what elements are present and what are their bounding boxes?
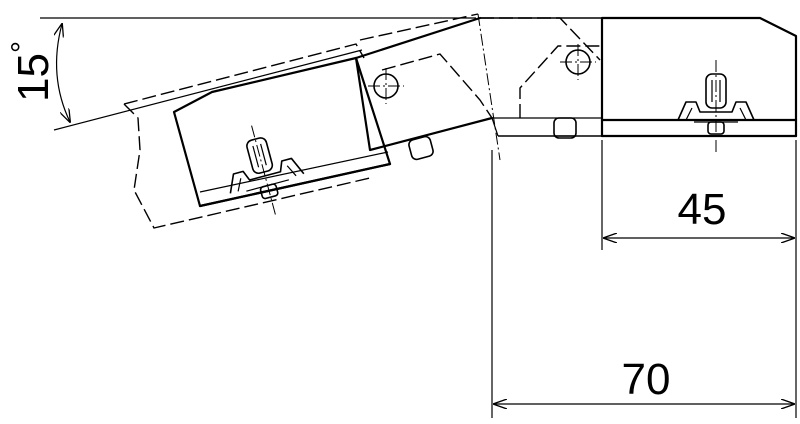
dimension-70-label: 70 [622, 355, 671, 404]
bend-axis [477, 13, 501, 161]
joint-plates [354, 13, 603, 152]
swing-outline [123, 43, 371, 229]
pivot-hole-right [560, 44, 596, 80]
bolt-clip-left [214, 115, 313, 226]
pivot-hole-left [368, 68, 404, 104]
angle-label: 15° [6, 41, 58, 102]
dimension-45-label: 45 [678, 185, 727, 234]
bolt-clip-right [677, 59, 755, 153]
angle-dimension: 15° [6, 17, 476, 131]
width-dimensions: 45 70 [491, 140, 797, 418]
pivot-nuts [408, 117, 577, 161]
angled-tray-section [172, 56, 392, 208]
pivot-holes [368, 44, 596, 104]
straight-tray-section [600, 16, 798, 138]
